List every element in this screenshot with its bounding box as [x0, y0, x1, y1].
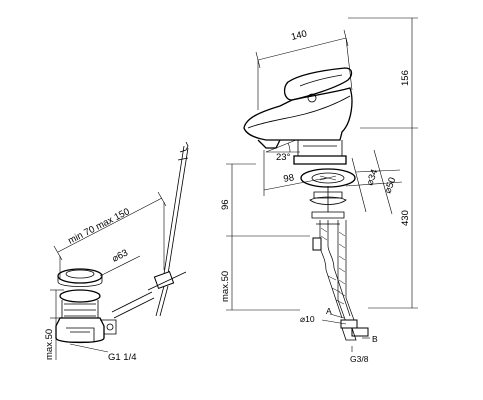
drain-range-label: min 70 max 150: [66, 206, 131, 246]
faucet-labels: 140 156 430 23° 98 96 max.50 ⌀34 ⌀50 ⌀10…: [220, 28, 411, 364]
faucet-hose-dia-label: ⌀10: [300, 314, 315, 324]
faucet-total-height-label: 430: [400, 210, 411, 226]
faucet-height-label: 156: [400, 70, 411, 86]
drain-assembly: [55, 268, 117, 344]
drain-dia-label: ⌀63: [110, 247, 130, 264]
faucet-spout-height-label: 96: [220, 199, 231, 210]
drain-dimensions: [50, 191, 167, 360]
drain-max-label: max.50: [44, 329, 55, 360]
faucet-hoses: [312, 220, 369, 341]
faucet-base-dia-large: ⌀50: [382, 176, 398, 195]
faucet-max-label: max.50: [220, 271, 231, 302]
faucet-point-b: B: [372, 334, 378, 344]
faucet-base-dia-small: ⌀34: [364, 168, 380, 187]
faucet-body: [243, 67, 353, 165]
faucet-dimensions: [226, 17, 418, 352]
faucet-base-plate: [300, 168, 356, 225]
faucet-reach-label: 98: [283, 172, 295, 185]
drain-thread-label: G1 1/4: [108, 352, 137, 363]
faucet-angle-label: 23°: [276, 152, 291, 163]
faucet-width-label: 140: [290, 28, 308, 43]
faucet-thread-label: G3/8: [350, 354, 369, 364]
faucet-point-a: A: [326, 306, 332, 316]
drain-rod-linkage: [111, 141, 189, 319]
